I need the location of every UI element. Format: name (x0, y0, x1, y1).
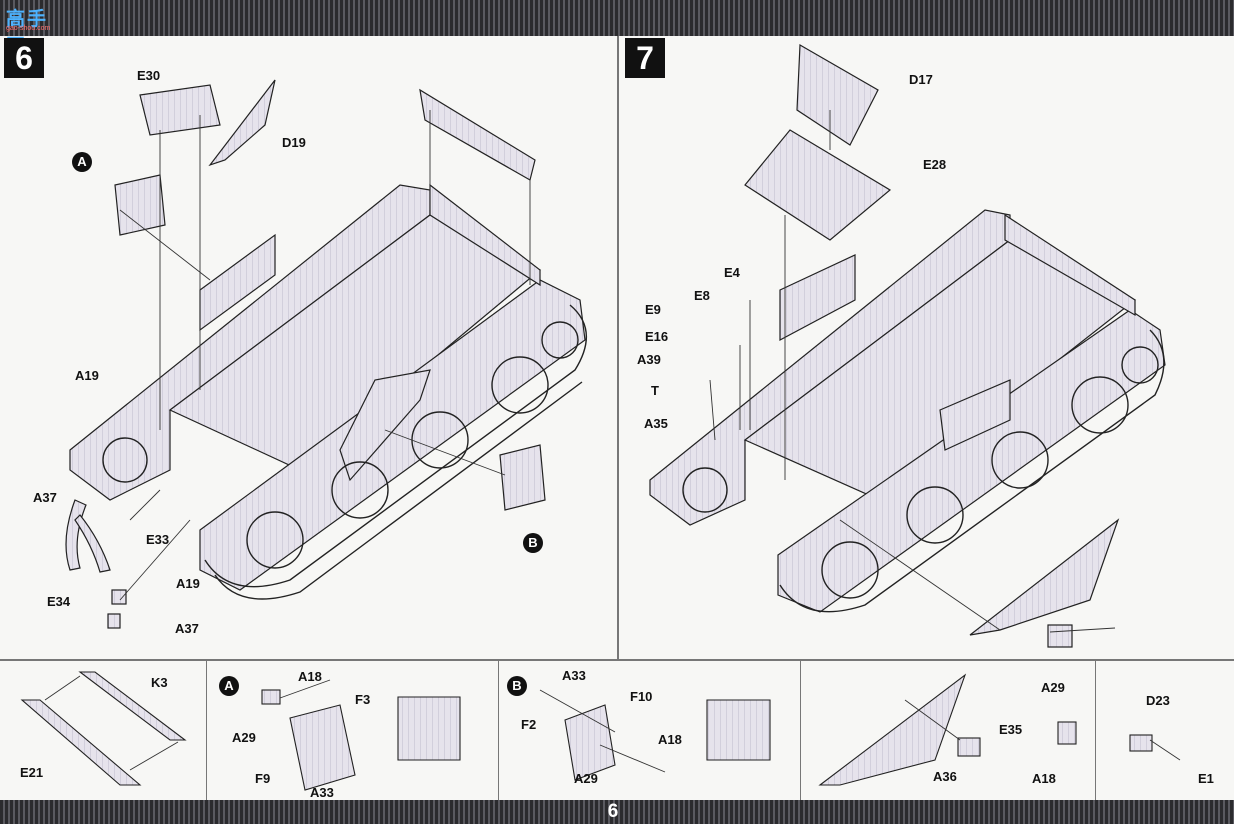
part-label-e35: E35 (999, 722, 1023, 737)
part-label-a37-lower: A37 (175, 621, 199, 636)
panel-divider-2 (498, 661, 499, 800)
part-label-a33-b: A33 (562, 668, 586, 683)
panel-divider-horizontal (0, 659, 1234, 661)
part-label-e16: E16 (645, 329, 669, 344)
part-label-e28: E28 (923, 157, 947, 172)
part-label-k3: K3 (151, 675, 168, 690)
callout-b-marker: B (523, 533, 543, 553)
panel-divider-vertical-top (617, 36, 619, 659)
panel-divider-1 (206, 661, 207, 800)
part-label-a29-b: A29 (574, 771, 598, 786)
part-label-f10: F10 (630, 689, 653, 704)
step7-guide-lines (709, 110, 1116, 633)
part-label-a39: A39 (637, 352, 661, 367)
page-number: 6 (607, 801, 619, 822)
part-label-d23: D23 (1146, 693, 1170, 708)
part-label-e21: E21 (20, 765, 44, 780)
step6-hull-drawing (65, 79, 586, 629)
part-label-a29-plate: A29 (1041, 680, 1065, 695)
step-6-badge: 6 (4, 38, 44, 78)
bottom-band (0, 800, 1234, 824)
subpanel-a-badge: A (219, 676, 239, 696)
panel-divider-3 (800, 661, 801, 800)
panel-divider-4 (1095, 661, 1096, 800)
part-label-e4: E4 (724, 265, 740, 280)
part-label-e9: E9 (645, 302, 661, 317)
top-band (0, 0, 1234, 36)
part-label-a33: A33 (310, 785, 334, 800)
part-label-a29: A29 (232, 730, 256, 745)
part-label-e34: E34 (47, 594, 71, 609)
part-label-t: T (651, 383, 659, 398)
part-label-d17: D17 (909, 72, 933, 87)
part-label-a35: A35 (644, 416, 668, 431)
part-label-a18: A18 (298, 669, 322, 684)
part-label-d19: D19 (282, 135, 306, 150)
part-label-a37: A37 (33, 490, 57, 505)
part-label-a18-plate: A18 (1032, 771, 1056, 786)
step6-guide-lines (119, 110, 531, 601)
part-label-a18-b: A18 (658, 732, 682, 747)
callout-a-marker: A (72, 152, 92, 172)
subpanel-drawings (20, 671, 1153, 791)
part-label-f2: F2 (521, 717, 537, 732)
subpanel-b-badge: B (507, 676, 527, 696)
part-label-f9: F9 (255, 771, 271, 786)
part-label-e8: E8 (694, 288, 710, 303)
part-label-f3: F3 (355, 692, 371, 707)
step7-tracks (682, 329, 1165, 613)
part-label-e30: E30 (137, 68, 161, 83)
part-label-e1: E1 (1198, 771, 1214, 786)
part-label-e33: E33 (146, 532, 170, 547)
subpanel-guide-lines (44, 675, 1181, 773)
part-label-a19: A19 (75, 368, 99, 383)
step-7-badge: 7 (625, 38, 665, 78)
site-logo-domain: gao-shou.com (6, 25, 51, 32)
part-label-a19-lower: A19 (176, 576, 200, 591)
step7-hull-drawing (649, 43, 1166, 648)
part-label-a36: A36 (933, 769, 957, 784)
